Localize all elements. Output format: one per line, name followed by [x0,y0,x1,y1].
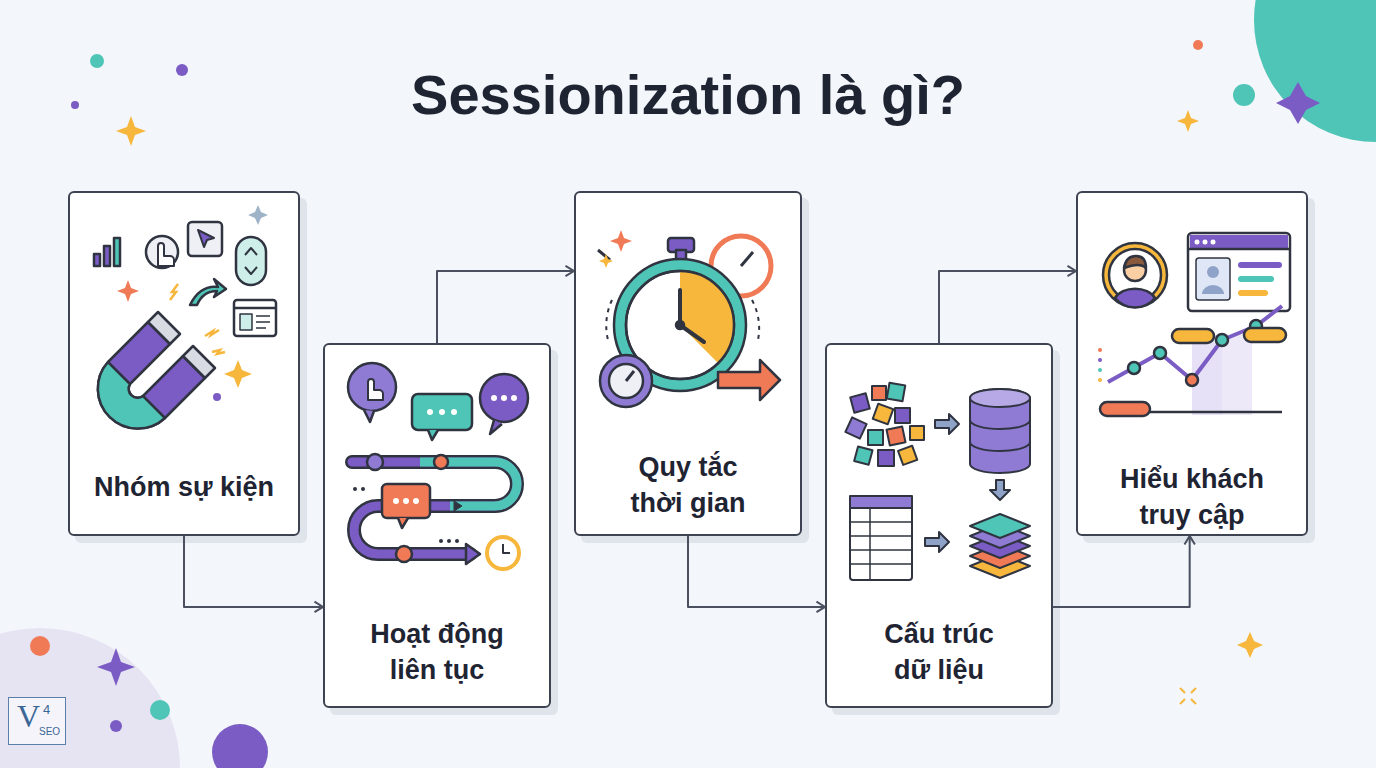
dot [213,393,221,401]
motion-lines [606,300,759,340]
flow-connector [184,536,323,612]
sparkle [1180,688,1196,704]
dot [110,720,122,732]
step-card: Hiểu khách truy cập [1076,191,1308,536]
arrow-head [1184,536,1194,545]
magnet-icon [94,222,276,429]
dot [150,700,170,720]
dot [212,724,268,768]
flow-connector [939,266,1076,343]
data-structure-icon [845,383,1030,580]
logo-text: 4 [43,702,50,717]
sparkle [1177,110,1199,132]
dot [176,64,188,76]
dot [1193,40,1203,50]
dot [1233,84,1255,106]
dot [71,101,79,109]
step-label: Cấu trúc dữ liệu [864,616,1014,688]
connector-line [939,271,1076,343]
step-label: Hoạt động liên tục [352,616,522,688]
step-label: Hiểu khách truy cập [1105,461,1280,533]
step-card: Hoạt động liên tục [323,343,551,708]
spark-lines [170,284,225,354]
corner-circle [1254,0,1376,142]
arrow-head [314,602,323,612]
dot [90,54,104,68]
sparkle [97,648,135,686]
logo-text: SEO [39,726,60,737]
sparkle [610,230,632,252]
arrow-head [1067,266,1076,276]
dot [30,636,50,656]
flow-connector [1053,536,1195,607]
dots [353,487,459,543]
flow-connector [437,266,574,343]
sparkle [116,116,146,146]
logo-watermark: V4SEO [8,697,66,745]
connector-line [1053,536,1190,607]
connector-line [184,536,323,607]
stopwatch-icon [598,236,780,407]
activity-path-icon [348,363,528,569]
step-card: Nhóm sự kiện [68,191,300,536]
arrow-head [816,602,825,612]
diagram-title: Sessionization là gì? [0,62,1376,127]
sparkle [1237,632,1263,658]
step-card: Cấu trúc dữ liệu [825,343,1053,708]
connector-line [437,271,574,343]
visitor-insight-icon [1100,233,1290,416]
flow-connector [688,536,825,612]
step-card: Quy tắc thời gian [574,191,802,536]
step-label: Nhóm sự kiện [79,469,289,505]
sparkle [599,254,613,268]
corner-blob [0,628,180,768]
connector-line [688,536,825,607]
arrow-head [565,266,574,276]
sparkle [1276,82,1320,124]
step-label: Quy tắc thời gian [618,449,758,521]
sparkle [117,205,268,388]
axis-dots [1098,348,1102,382]
logo-text: V [17,698,40,735]
card-fill [68,191,1308,708]
